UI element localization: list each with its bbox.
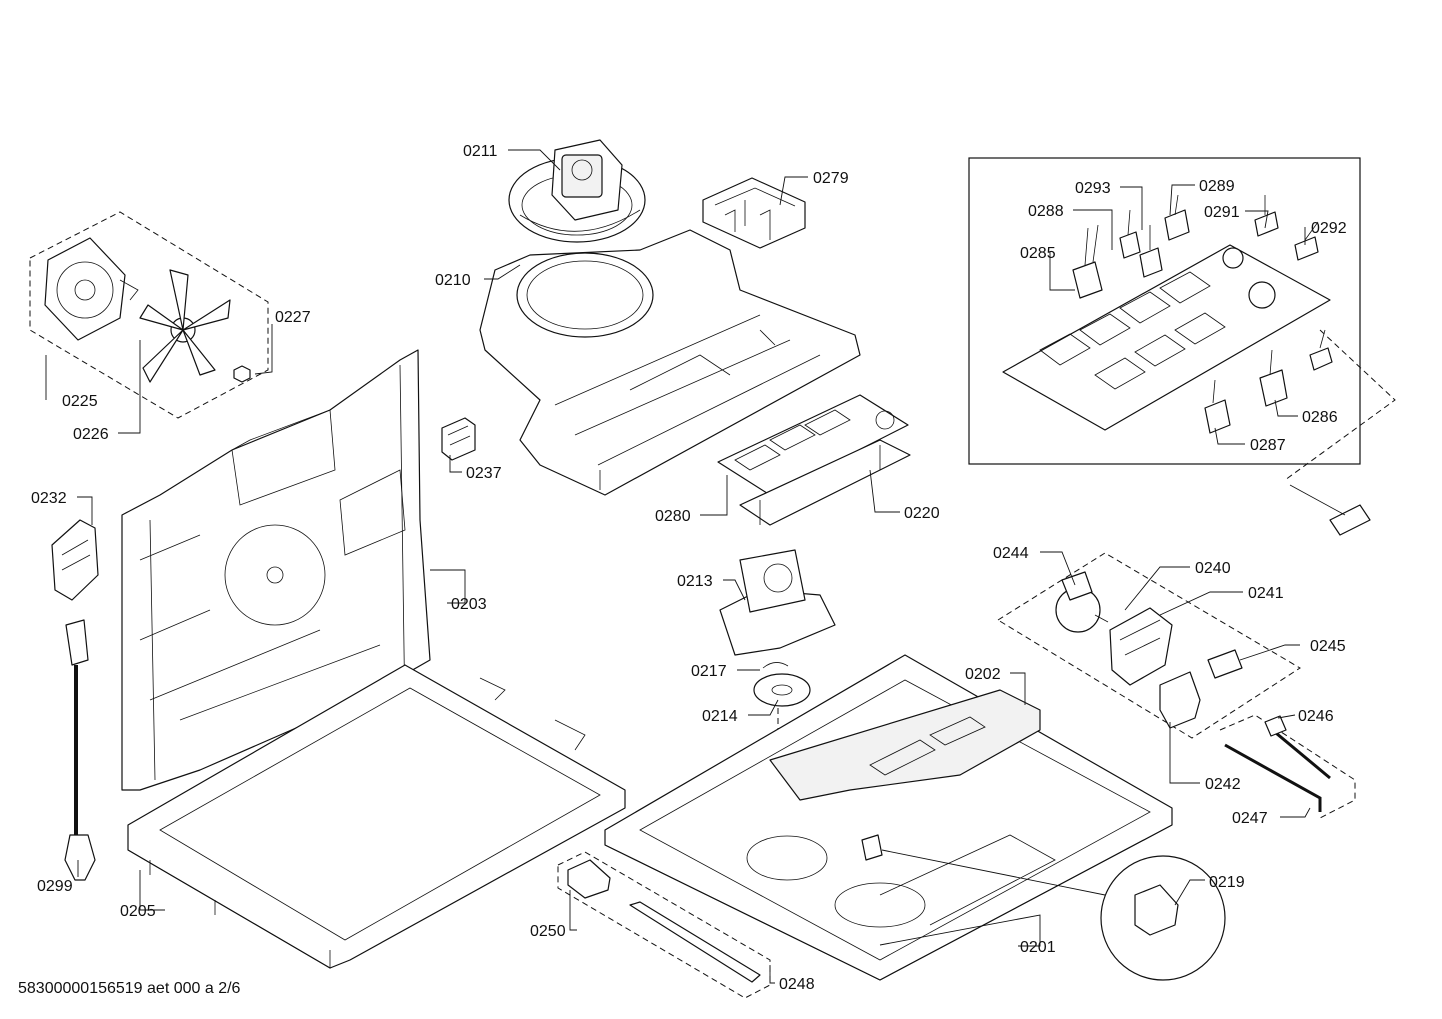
temperature-sensor-part <box>1264 715 1331 780</box>
callout-0203: 0203 <box>451 596 487 613</box>
leader-lines <box>45 149 1311 984</box>
callout-0219: 0219 <box>1209 874 1245 891</box>
document-code: 58300000156519 aet 000 a 2/6 <box>18 980 241 997</box>
callout-0285: 0285 <box>1020 245 1056 262</box>
bracket-detail-part <box>1134 884 1179 936</box>
fan-motor-part <box>508 139 646 243</box>
callout-0242: 0242 <box>1205 776 1241 793</box>
callout-0232: 0232 <box>31 490 67 507</box>
callout-0293: 0293 <box>1075 180 1111 197</box>
hinge-bracket-part <box>567 859 611 899</box>
mains-cable-part <box>64 619 96 881</box>
callout-0289: 0289 <box>1199 178 1235 195</box>
callout-0220: 0220 <box>904 505 940 522</box>
connector-block-part <box>441 417 476 461</box>
callout-0241: 0241 <box>1248 585 1284 602</box>
callout-0225: 0225 <box>62 393 98 410</box>
spindle-cover-part <box>753 673 811 707</box>
inset-control-board-part <box>1002 194 1331 434</box>
callout-0291: 0291 <box>1204 204 1240 221</box>
door-lock-part <box>1109 607 1173 686</box>
detail-circle-0219 <box>1100 855 1226 981</box>
callout-0211: 0211 <box>463 143 498 160</box>
relay-holder-part <box>702 177 806 249</box>
callout-0287: 0287 <box>1250 437 1286 454</box>
fan-housing-part <box>479 229 861 496</box>
bracket-0219-part <box>861 834 883 861</box>
callout-0292: 0292 <box>1311 220 1347 237</box>
sensor-probe-part <box>1289 329 1371 536</box>
base-plate-part <box>604 654 1173 981</box>
detail-leader-0219 <box>881 849 1106 896</box>
retaining-clip-part <box>762 662 789 669</box>
dashed-group-0240 <box>997 552 1301 739</box>
core-probe-part <box>1224 743 1322 812</box>
lamp-holder-part <box>1207 649 1243 679</box>
rear-wall-part <box>121 349 431 791</box>
callout-0217: 0217 <box>691 663 727 680</box>
oven-fan-motor-part <box>44 237 139 341</box>
callout-0279: 0279 <box>813 170 849 187</box>
control-board-part <box>717 394 911 526</box>
callout-0248: 0248 <box>779 976 815 993</box>
callout-labels: 0211 0279 0210 0225 0226 0227 0237 0232 … <box>31 143 1347 993</box>
bottom-tray-part <box>127 664 626 969</box>
callout-0227: 0227 <box>275 309 311 326</box>
callout-0214: 0214 <box>702 708 738 725</box>
callout-0205: 0205 <box>120 903 156 920</box>
callout-0202: 0202 <box>965 666 1001 683</box>
board-detail-frame <box>968 157 1361 465</box>
dashed-group-0225 <box>29 211 269 419</box>
thermostat-motor-part <box>1055 571 1109 633</box>
fan-duct-part <box>719 549 836 656</box>
callout-0286: 0286 <box>1302 409 1338 426</box>
dashed-group-0250 <box>557 851 771 999</box>
callout-0240: 0240 <box>1195 560 1231 577</box>
callout-0246: 0246 <box>1298 708 1334 725</box>
callout-0299: 0299 <box>37 878 73 895</box>
fan-nut-part <box>233 365 251 383</box>
callout-0247: 0247 <box>1232 810 1268 827</box>
fan-wheel-part <box>139 269 231 383</box>
callout-0237: 0237 <box>466 465 502 482</box>
micro-switch-part <box>1159 671 1201 729</box>
callout-0201: 0201 <box>1020 939 1056 956</box>
callout-0288: 0288 <box>1028 203 1064 220</box>
telescopic-rail-part <box>629 901 761 983</box>
callout-0245: 0245 <box>1310 638 1346 655</box>
callout-0280: 0280 <box>655 508 691 525</box>
cable-clamp-part <box>51 519 99 601</box>
dashed-sensor-line <box>1284 329 1396 481</box>
callout-0250: 0250 <box>530 923 566 940</box>
callout-0213: 0213 <box>677 573 713 590</box>
callout-0244: 0244 <box>993 545 1029 562</box>
dashed-group-0246 <box>1219 714 1356 819</box>
callout-0226: 0226 <box>73 426 109 443</box>
callout-0210: 0210 <box>435 272 471 289</box>
